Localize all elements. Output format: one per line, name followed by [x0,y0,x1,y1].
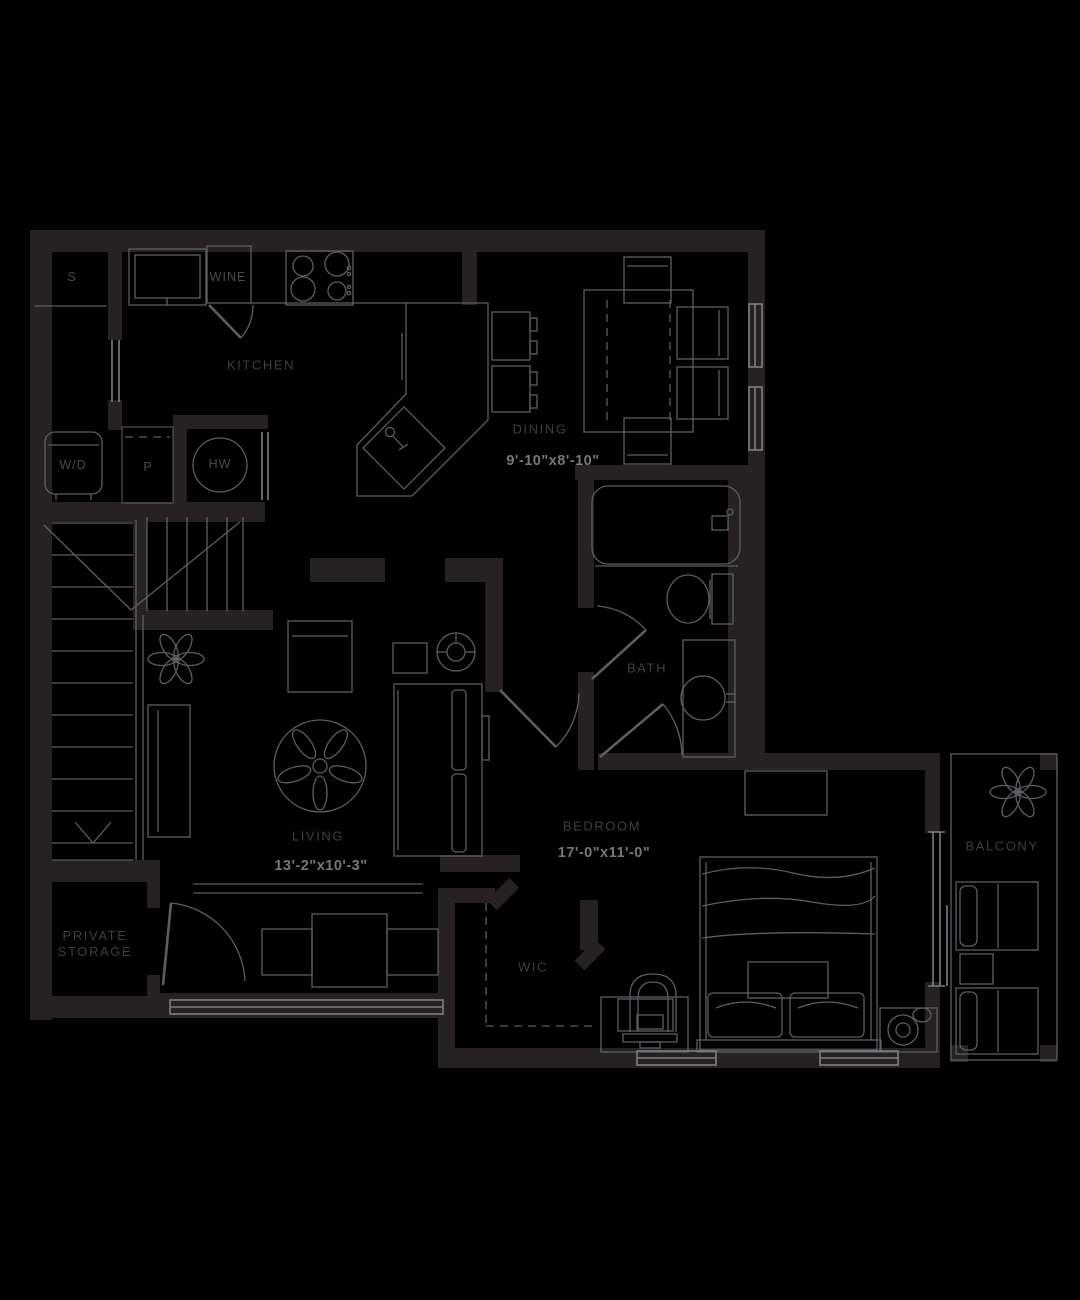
pillow [707,992,783,1038]
pillow [789,992,865,1038]
plant [147,630,205,688]
bath-fixtures [591,485,741,758]
bar-stool [491,311,538,361]
bedroom-furniture [600,770,948,1066]
room-label-balcony: BALCONY [965,838,1039,854]
sofa [393,683,490,857]
water-heater [192,432,269,500]
refrigerator [128,248,207,306]
media-console [147,704,191,838]
pantry-label: P [143,460,153,474]
washer-dryer-label: W/D [59,458,87,472]
dining-set [583,256,763,465]
walls [30,230,1057,1068]
balcony-area [950,753,1058,1061]
room-label-kitchen: KITCHEN [226,357,296,373]
dining-table [583,289,694,433]
bathtub [591,485,741,567]
dresser [744,770,828,816]
room-label-living: LIVING [291,828,345,844]
room-dims-living: 13'-2"x10'-3" [274,858,368,874]
pantry-closet [121,426,174,504]
desk-chair [629,973,677,1032]
armchair [287,620,353,693]
dining-chair [676,366,729,420]
stairs [43,517,244,861]
stove [285,250,354,306]
headboard [696,1039,882,1053]
plant [989,763,1047,821]
wine-cooler-box [206,245,252,304]
window [748,386,763,451]
lounge-chair [955,881,1039,951]
kitchen-door-swing [208,304,254,339]
living-furniture [147,620,490,1015]
storage-door-swing [161,902,246,986]
toilet [666,573,734,625]
window [748,303,763,368]
round-table [436,632,476,672]
washer-dryer [44,431,103,500]
wic-closet [485,903,592,1027]
room-dims-bedroom: 17'-0"x11'-0" [557,845,651,861]
ceiling-fan [273,719,367,813]
storage-closet-label: S [67,270,77,284]
kitchen-sink [362,406,446,490]
sliding-door [928,831,948,987]
room-label-bedroom: BEDROOM [562,818,642,834]
water-heater-label: HW [208,457,232,471]
room-label-private-storage: PRIVATE STORAGE [57,928,133,959]
bar-stool [491,365,538,413]
bathroom-vanity [680,639,736,758]
bed [696,856,882,1053]
wine-cooler-label: WINE [209,270,247,284]
balcony-railing [950,753,1058,1061]
room-dims-dining: 9'-10"x8'-10" [506,453,600,469]
room-label-wic: WIC [517,959,549,975]
window [819,1050,899,1066]
night-table [879,1007,938,1053]
balcony-table [959,953,994,985]
kitchen-fixtures [35,245,538,504]
bedroom-door-swing [599,703,683,758]
coffee-table-group [193,883,439,988]
dining-chair [623,417,672,465]
room-label-dining: DINING [512,421,568,437]
lounge-chair [955,987,1039,1055]
window [169,999,444,1015]
dining-chair [676,306,729,360]
dining-chair [623,256,672,304]
bath-door-swing [591,605,647,680]
room-label-bath: BATH [626,660,668,676]
kitchen-peninsula [356,302,489,497]
hall-door-swing [499,689,580,748]
side-table [392,642,428,674]
stairs-down-arrow [74,821,112,844]
window [636,1050,717,1066]
desk [600,996,689,1053]
